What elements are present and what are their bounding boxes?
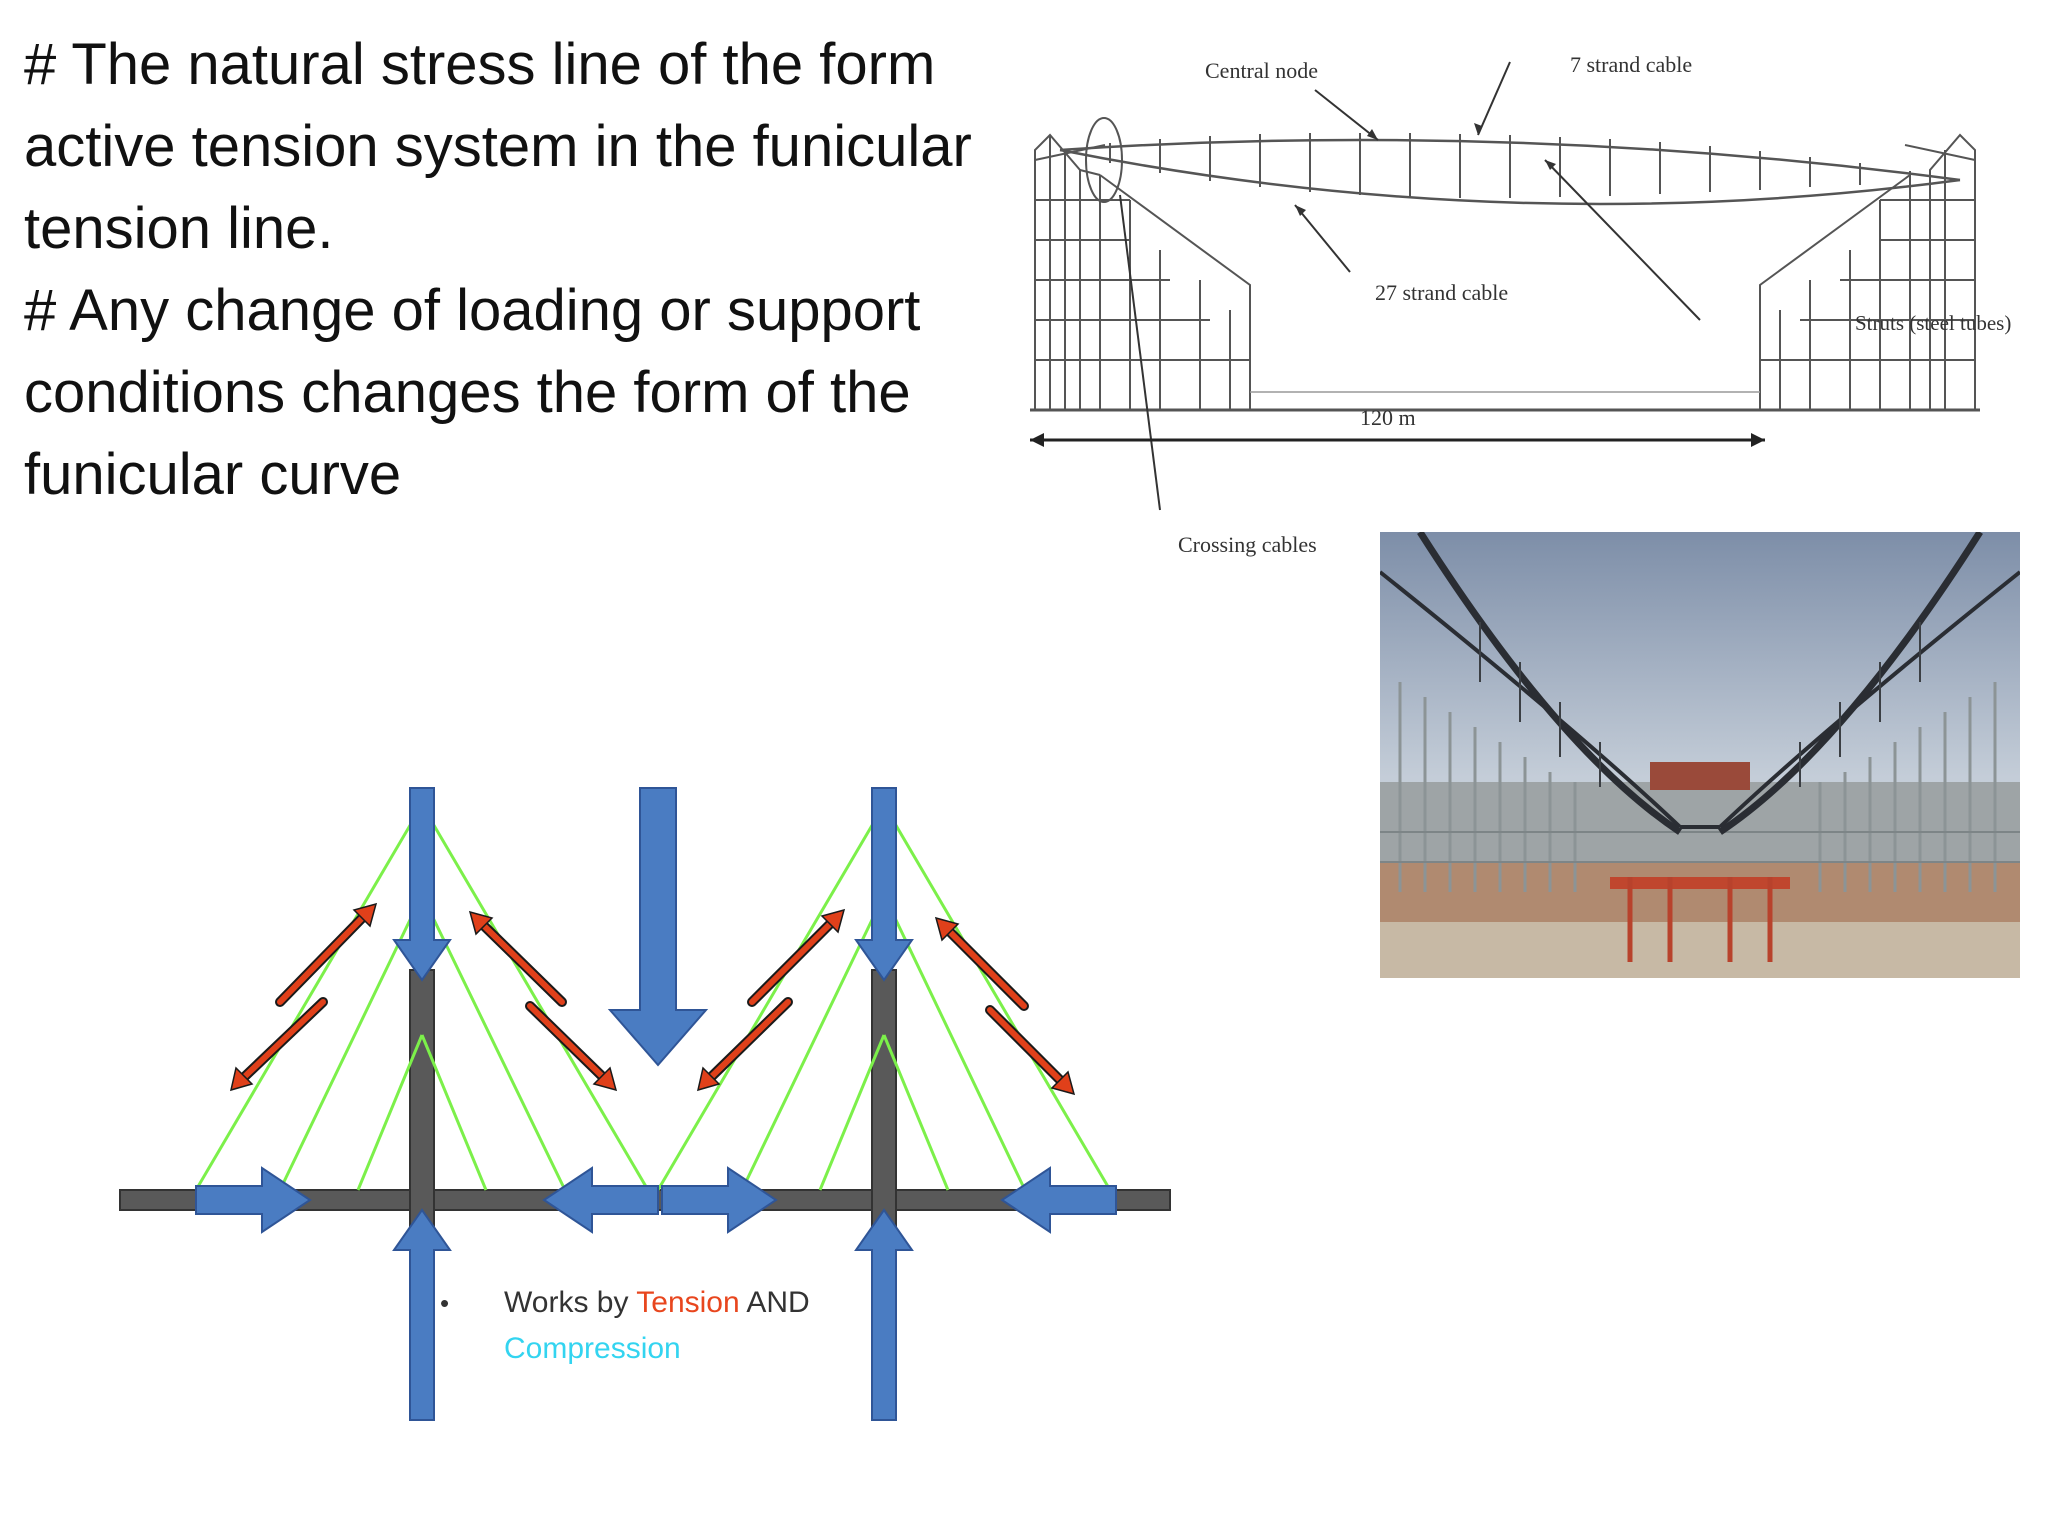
label-struts: Struts (steel tubes) xyxy=(1855,311,2011,335)
span-dimension xyxy=(1030,433,1765,447)
tension-arrow-set xyxy=(229,902,1076,1096)
deck-arrow-center-right xyxy=(661,1166,778,1234)
force-diagram xyxy=(119,787,1171,1421)
tension-arrow-7 xyxy=(934,916,1029,1011)
deck-arrow-center-left xyxy=(542,1166,659,1234)
crossing-cable-ellipse xyxy=(1085,117,1123,203)
tension-arrow-8 xyxy=(985,1005,1076,1096)
tension-cables xyxy=(194,804,1112,1191)
legend-and: AND xyxy=(739,1286,810,1319)
legend-prefix: Works by xyxy=(504,1286,637,1319)
tension-arrow-6 xyxy=(696,997,793,1092)
label-span: 120 m xyxy=(1360,405,1416,430)
compression-arrows xyxy=(195,787,1117,1421)
right-support-tower xyxy=(1759,133,1976,410)
tension-arrow-2 xyxy=(229,997,328,1092)
label-7-strand-cable: 7 strand cable xyxy=(1570,52,1692,77)
label-27-strand-cable: 27 strand cable xyxy=(1375,280,1508,305)
deck-arrow-left-right xyxy=(195,1166,312,1234)
paragraph-loading-change: # Any change of loading or support condi… xyxy=(24,278,921,507)
stadium-section-drawing: Central node 7 strand cable 27 strand ca… xyxy=(1030,52,2011,557)
legend-tension: Tension xyxy=(636,1286,740,1319)
mast-load-arrow-left xyxy=(392,787,452,982)
support-reaction-arrow-left xyxy=(392,1208,452,1421)
paragraph-natural-stress-line: # The natural stress line of the form ac… xyxy=(24,32,972,261)
construction-photo xyxy=(1380,532,2020,978)
label-crossing-cables: Crossing cables xyxy=(1178,532,1317,557)
deck-arrow-right-left xyxy=(1000,1166,1117,1234)
legend-line-1: Works by Tension AND xyxy=(504,1280,810,1326)
tension-arrow-5 xyxy=(747,908,846,1007)
legend-compression: Compression xyxy=(504,1332,681,1365)
left-support-tower xyxy=(1034,133,1251,410)
tension-arrow-3 xyxy=(468,910,567,1007)
support-reaction-arrow-right xyxy=(854,1208,914,1421)
central-load-arrow xyxy=(607,787,709,1067)
lens-cable-roof xyxy=(1059,133,1961,206)
mast-load-arrow-right xyxy=(854,787,914,982)
label-central-node: Central node xyxy=(1205,58,1318,83)
tension-arrow-4 xyxy=(525,1001,618,1092)
tension-arrow-1 xyxy=(275,902,378,1007)
legend-bullet: • xyxy=(440,1288,450,1318)
slide-text: # The natural stress line of the form ac… xyxy=(24,24,1014,516)
